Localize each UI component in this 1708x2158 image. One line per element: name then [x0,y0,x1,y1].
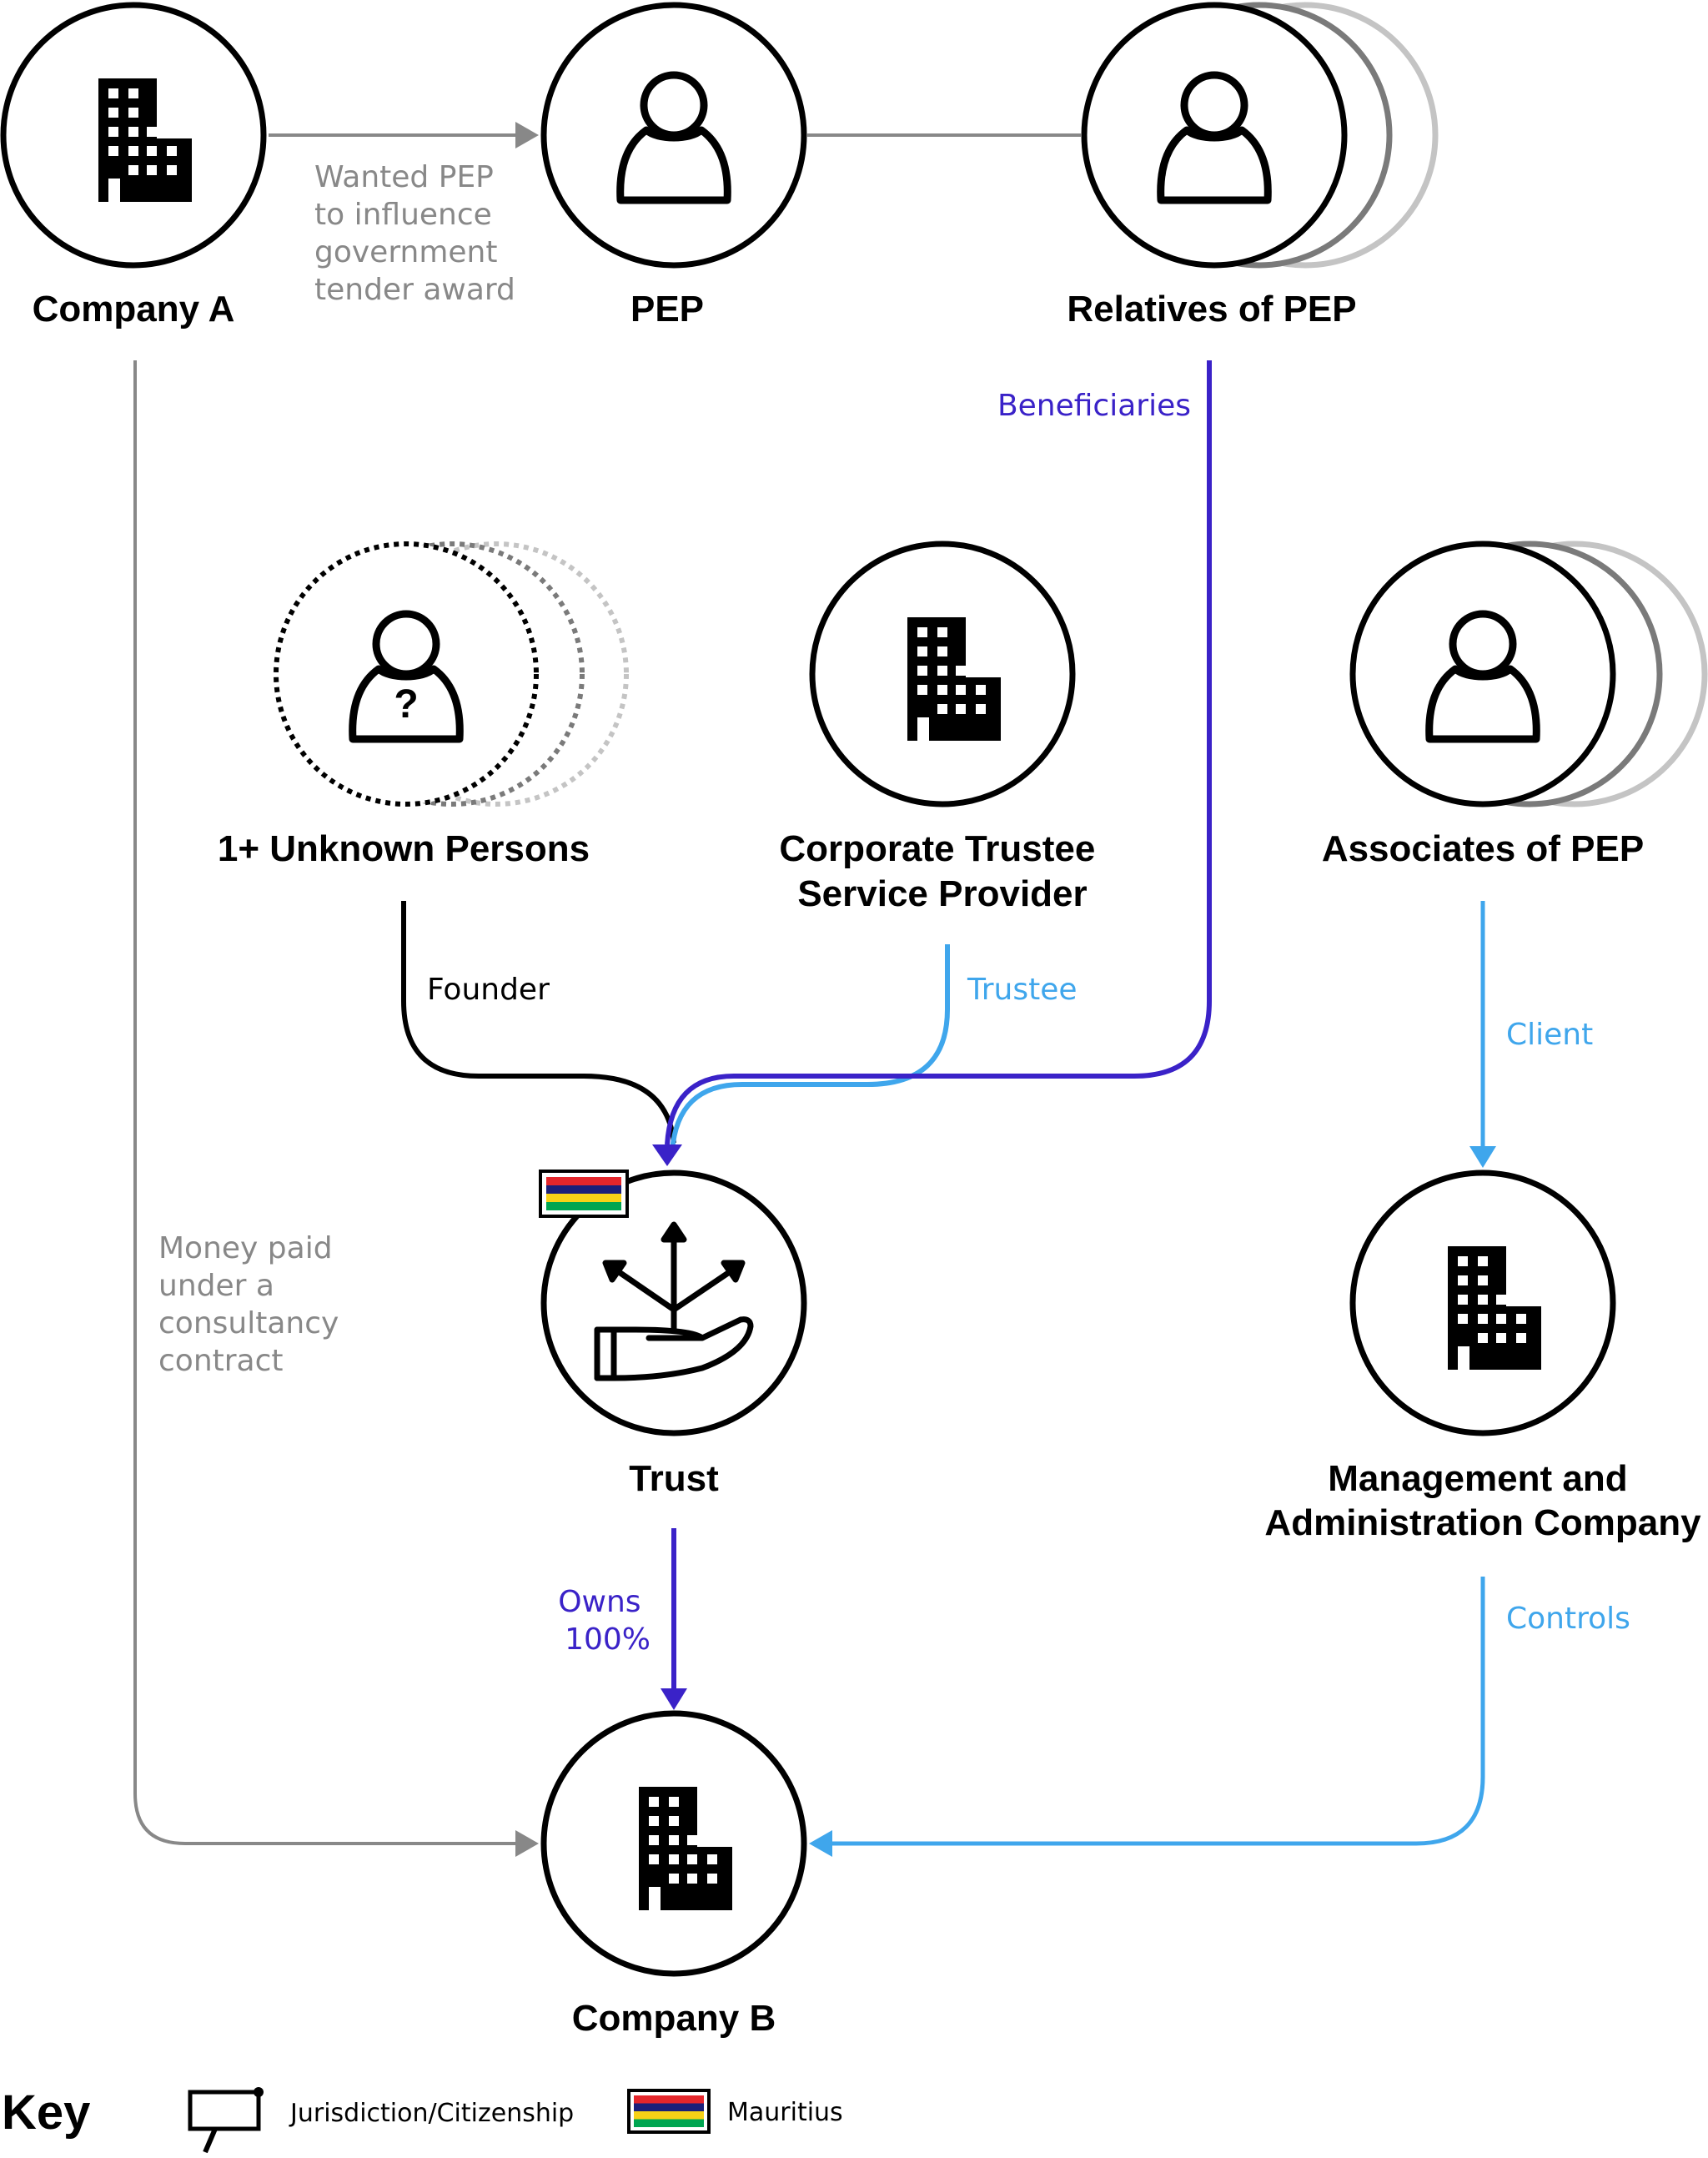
edge-company-a-pep [269,122,539,148]
edge-relatives-trust [652,360,1212,1166]
mauritius-flag-icon [539,1170,629,1218]
node-associates: Associates of PEP [1322,541,1708,869]
node-corporate-trustee: Corporate Trustee Service Provider [779,541,1105,914]
node-title: Company A [33,289,235,329]
mauritius-flag-icon [627,2089,711,2134]
node-title: Corporate Trustee Service Provider [779,828,1105,914]
node-title: 1+ Unknown Persons [218,828,590,869]
label-beneficiaries: Beneficiaries [997,389,1191,423]
node-trust: Trust [539,1170,807,1499]
edge-mgmt-company-b [809,1577,1485,1857]
edge-company-a-company-b [133,360,539,1857]
label-money-paid: Money paid under a consultancy contract [158,1231,349,1378]
label-trustee: Trustee [967,973,1077,1007]
edge-cts-trust [670,944,950,1152]
node-title: Associates of PEP [1322,828,1644,869]
label-owns: Owns 100% [558,1585,651,1657]
legend-mauritius-label: Mauritius [727,2098,843,2127]
jurisdiction-marker-icon [188,2087,264,2154]
node-title: Management and Administration Company [1264,1458,1701,1543]
node-title: PEP [630,289,704,329]
node-management: Management and Administration Company [1264,1170,1701,1543]
node-pep: PEP [540,2,807,329]
label-client: Client [1506,1018,1593,1052]
trust-hand-icon [594,1221,754,1381]
label-founder: Founder [427,973,550,1007]
node-title: Relatives of PEP [1067,289,1356,329]
node-unknown: ? 1+ Unknown Persons [218,541,629,869]
unknown-person-stack-icon: ? [353,614,460,739]
legend-jurisdiction-label: Jurisdiction/Citizenship [289,2099,574,2128]
node-company-a: Company A [0,2,267,329]
legend-title: Key [2,2085,90,2140]
svg-text:?: ? [394,682,418,727]
label-controls: Controls [1506,1602,1630,1636]
legend: Key Jurisdiction/Citizenship Mauritius [2,2085,843,2154]
node-relatives: Relatives of PEP [1067,2,1439,329]
edge-unknown-trust [401,901,676,1144]
label-wanted-pep: Wanted PEP to influence government tende… [314,160,515,307]
edge-associates-mgmt [1469,901,1496,1168]
node-company-b: Company B [540,1710,807,2039]
node-title: Company B [572,1998,776,2039]
edge-trust-company-b [661,1528,687,1710]
node-title: Trust [629,1458,719,1499]
